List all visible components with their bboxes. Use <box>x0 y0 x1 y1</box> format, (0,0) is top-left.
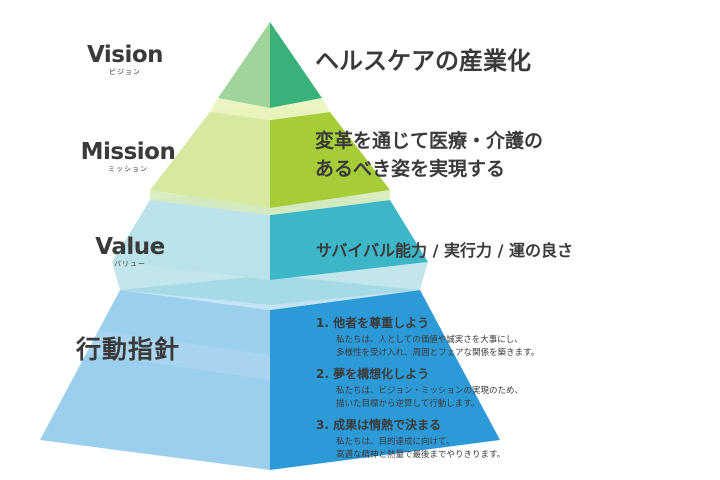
tier-conduct-right-face <box>270 290 500 470</box>
label-mission-en: Mission <box>80 139 176 165</box>
tier-vision-right-face <box>270 22 322 108</box>
tier-conduct-left-face <box>40 290 270 470</box>
tier-conduct <box>40 275 500 470</box>
vision-statement: ヘルスケアの産業化 <box>315 47 531 75</box>
tier-vision-left-face <box>218 22 270 108</box>
label-value: Value バリュー <box>80 234 180 269</box>
tier-vision <box>210 22 330 120</box>
label-conduct-jp: 行動指針 <box>75 335 180 364</box>
label-conduct: 行動指針 <box>68 335 188 365</box>
label-vision-jp: ビジョン <box>109 68 141 76</box>
label-mission: Mission ミッション <box>68 139 188 174</box>
point-3-line2: 高邁な精神と熱量で最後までやりきります。 <box>336 450 506 460</box>
point-2-line2: 描いた目標から逆算して行動します。 <box>336 399 480 409</box>
point-1-line2: 多様性を受け入れ、周囲とフェアな関係を築きます。 <box>336 348 540 358</box>
label-mission-jp: ミッション <box>108 165 148 173</box>
point-2-line1: 私たちは、ビジョン・ミッションの実現のため、 <box>336 386 524 396</box>
value-statement: サバイバル能力 / 実行力 / 運の良さ <box>316 241 574 260</box>
tier-mission-left-face <box>150 112 270 208</box>
point-1-title: 1. 他者を尊重しよう <box>316 316 430 330</box>
tier-conduct-band <box>78 330 270 380</box>
tier-vision-bottom-band <box>210 98 330 120</box>
point-3-title: 3. 成果は情熱で決まる <box>316 418 442 432</box>
mission-statement-line2: あるべき姿を実現する <box>315 158 506 180</box>
tier-mission <box>150 104 390 215</box>
point-1-line1: 私たちは、人としての価値や誠実さを大事にし、 <box>336 335 523 345</box>
label-value-en: Value <box>95 234 165 260</box>
label-value-jp: バリュー <box>114 260 146 268</box>
point-3-line1: 私たちは、目的達成に向けて、 <box>336 437 455 447</box>
mission-statement-line1: 変革を通じて医療・介護の <box>315 130 544 152</box>
tier-value-right-face <box>270 200 428 280</box>
label-vision: Vision ビジョン <box>80 42 170 77</box>
label-vision-en: Vision <box>86 42 164 68</box>
tier-value-bottom-band <box>112 262 428 305</box>
tier-mission-right-face <box>270 112 390 208</box>
tier-mission-bottom-band <box>150 190 390 215</box>
tier-value-left-face <box>112 200 270 280</box>
point-2-title: 2. 夢を構想化しよう <box>316 367 430 381</box>
